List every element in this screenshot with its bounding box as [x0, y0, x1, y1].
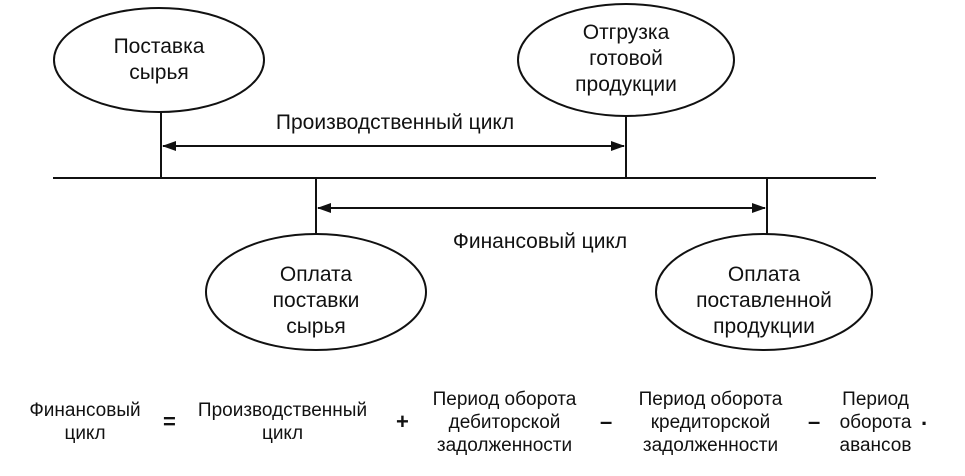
production-cycle-label: Производственный цикл — [275, 111, 515, 134]
formula-production-cycle: Производственный цикл — [197, 400, 368, 444]
event-shipment-label: Отгрузка готовой продукции — [575, 21, 677, 96]
formula-receivables-turnover: Период оборота дебиторской задолженности — [432, 389, 577, 456]
event-pay-delivered-label: Оплата поставленной продукции — [696, 263, 832, 338]
formula-payables-turnover: Период оборота кредиторской задолженност… — [638, 389, 783, 456]
event-pay-supply-label: Оплата поставки сырья — [272, 263, 360, 338]
formula-period: . — [921, 405, 928, 430]
event-supply-raw-label: Поставка сырья — [113, 35, 205, 84]
ellipse-supply-raw — [53, 7, 265, 113]
formula-minus-2: – — [808, 409, 821, 434]
formula-plus: + — [396, 409, 409, 434]
formula-equals: = — [163, 409, 176, 434]
financial-cycle-label: Финансовый цикл — [452, 230, 628, 253]
formula-minus-1: – — [600, 409, 613, 434]
formula-result: Финансовый цикл — [29, 400, 141, 444]
ellipse-pay-delivered — [655, 233, 873, 351]
formula-advances-turnover: Период оборота авансов — [839, 389, 912, 456]
